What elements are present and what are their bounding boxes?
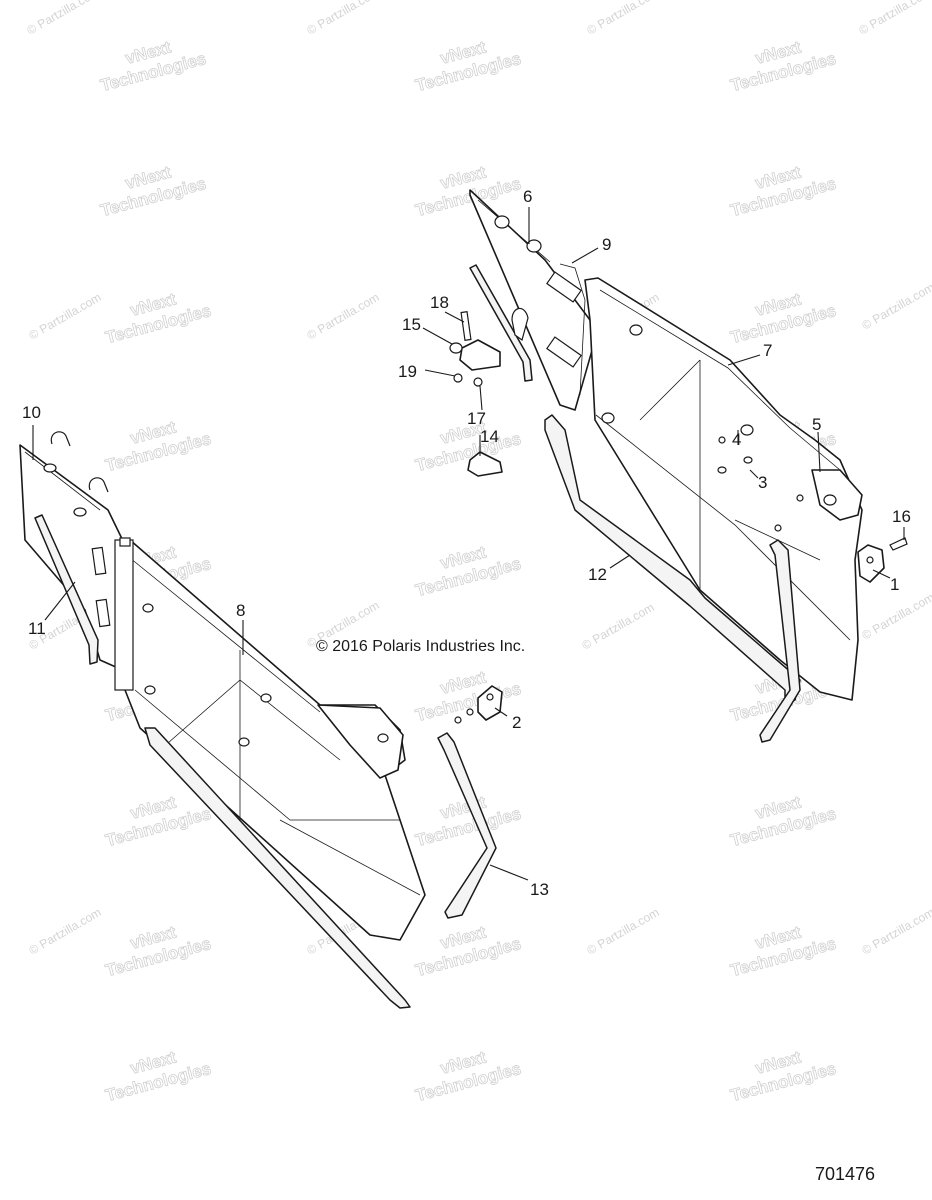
door-seal-13 <box>437 732 497 919</box>
drawing-number: 701476 <box>815 1164 875 1184</box>
hinge-bracket-upper <box>459 339 501 371</box>
watermark-vnext: vNext Technologies <box>413 1047 523 1106</box>
watermark-vnext: vNext Technologies <box>413 417 523 476</box>
door-edge-seal <box>759 539 801 743</box>
callout-10: 10 <box>22 403 41 422</box>
latch-plate-2 <box>454 685 503 724</box>
callout-16: 16 <box>892 507 911 526</box>
watermark-partzilla: © Partzilla.com <box>860 280 932 333</box>
left-door-assembly <box>19 431 426 1009</box>
right-door-assembly <box>469 189 908 743</box>
watermark-partzilla: © Partzilla.com <box>860 905 932 958</box>
hinge-panel-10 <box>19 431 126 669</box>
callouts: 1 2 3 4 5 6 7 8 9 10 11 12 13 14 15 16 1… <box>22 187 911 899</box>
watermark-vnext: vNext Technologies <box>728 37 838 96</box>
callout-12: 12 <box>588 565 607 584</box>
watermark-partzilla: © Partzilla.com <box>25 0 102 38</box>
watermark-vnext: vNext Technologies <box>103 922 213 981</box>
callout-18: 18 <box>430 293 449 312</box>
callout-5: 5 <box>812 415 821 434</box>
hinge-seal-strip <box>469 264 533 382</box>
callout-19: 19 <box>398 362 417 381</box>
door-panel-7 <box>584 277 863 701</box>
callout-3: 3 <box>758 473 767 492</box>
hinge-pin-18 <box>460 311 472 341</box>
callout-7: 7 <box>763 341 772 360</box>
watermark-vnext: vNext Technologies <box>103 417 213 476</box>
callout-11: 11 <box>28 619 46 638</box>
watermark-partzilla: © Partzilla.com <box>580 600 657 653</box>
watermark-vnext: vNext Technologies <box>413 37 523 96</box>
callout-1: 1 <box>890 575 899 594</box>
callout-8: 8 <box>236 601 245 620</box>
latch-plate-1 <box>857 537 908 583</box>
watermark-partzilla: © Partzilla.com <box>305 290 382 343</box>
watermark-vnext: vNext Technologies <box>728 162 838 221</box>
watermark-partzilla: © Partzilla.com <box>857 0 932 38</box>
watermark-vnext: vNext Technologies <box>728 289 838 348</box>
screw-17 <box>473 377 483 387</box>
watermark-partzilla: © Partzilla.com <box>27 905 104 958</box>
watermark-partzilla: © Partzilla.com <box>585 0 662 38</box>
watermark-vnext: vNext Technologies <box>103 1047 213 1106</box>
copyright-notice: © 2016 Polaris Industries Inc. <box>316 638 525 655</box>
watermark-vnext: vNext Technologies <box>728 922 838 981</box>
watermark-partzilla: © Partzilla.com <box>860 590 932 643</box>
hinge-clip <box>511 307 529 341</box>
watermark-vnext: vNext Technologies <box>413 162 523 221</box>
callout-4: 4 <box>732 430 741 449</box>
watermark-vnext: vNext Technologies <box>728 792 838 851</box>
door-seal-11 <box>34 514 99 665</box>
watermark-vnext: vNext Technologies <box>728 1047 838 1106</box>
leader-lines <box>32 207 905 881</box>
screw-19 <box>453 373 463 383</box>
watermark-vnext: vNext Technologies <box>103 289 213 348</box>
hinge-panel-6 <box>469 189 596 411</box>
watermark-vnext: vNext Technologies <box>98 37 208 96</box>
callout-9: 9 <box>602 235 611 254</box>
callout-6: 6 <box>523 187 532 206</box>
door-panel-8 <box>114 537 426 941</box>
watermark-partzilla: © Partzilla.com <box>585 905 662 958</box>
callout-2: 2 <box>512 713 521 732</box>
watermark-partzilla: © Partzilla.com <box>27 290 104 343</box>
watermark-vnext: vNext Technologies <box>413 922 523 981</box>
nut-15 <box>449 342 463 354</box>
door-lower-seal <box>144 727 411 1009</box>
callout-17: 17 <box>467 409 486 428</box>
watermark-vnext: vNext Technologies <box>413 542 523 601</box>
watermark-partzilla: © Partzilla.com <box>305 0 382 38</box>
watermark-vnext: vNext Technologies <box>98 162 208 221</box>
callout-15: 15 <box>402 315 421 334</box>
callout-14: 14 <box>480 427 499 446</box>
callout-13: 13 <box>530 880 549 899</box>
